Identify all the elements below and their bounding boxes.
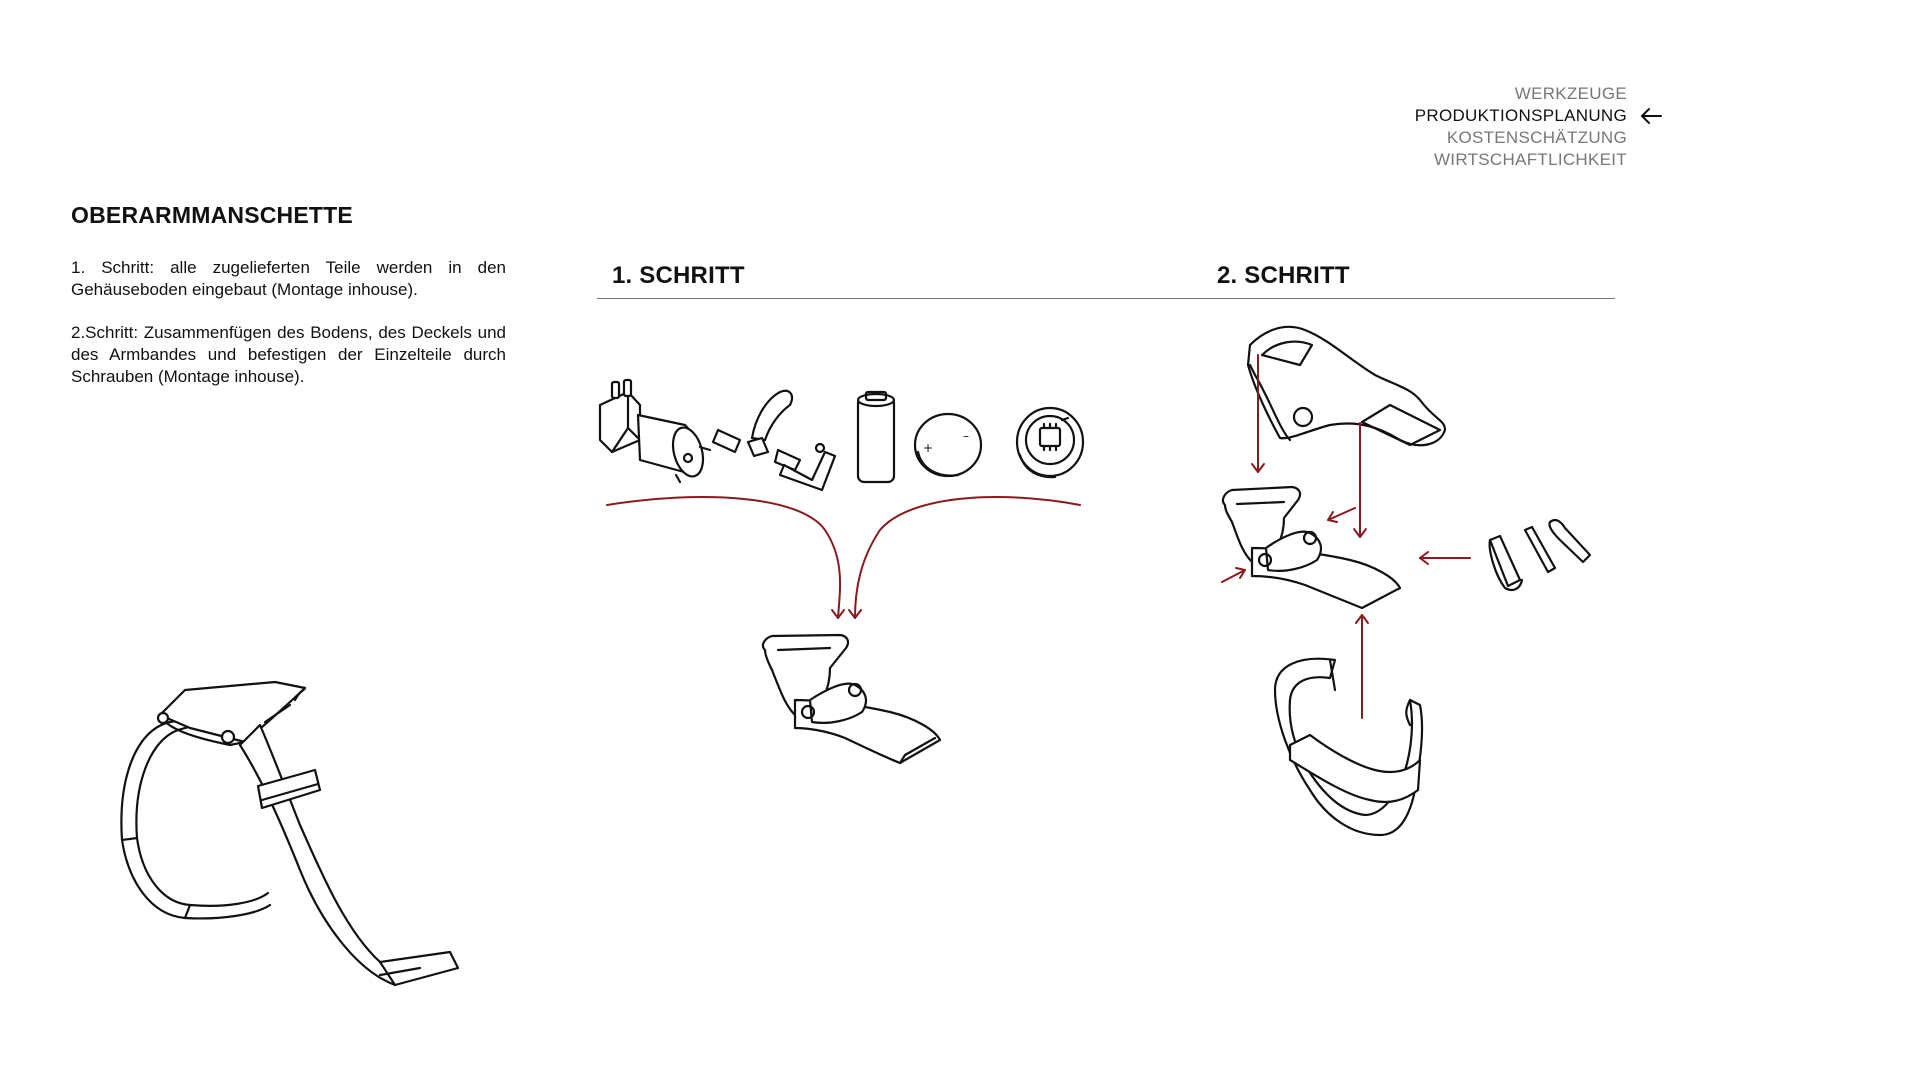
step-2-heading: 2. SCHRITT: [1217, 262, 1350, 289]
component-coin-cell-illustration: + –: [913, 412, 983, 478]
screws-illustration: [1488, 518, 1592, 591]
page-title: OBERARMMANSCHETTE: [71, 202, 353, 228]
nav-item-produktionsplanung[interactable]: PRODUKTIONSPLANUNG: [1414, 106, 1627, 125]
arrow-left-icon: [1641, 108, 1662, 124]
nav-item-wirtschaftlichkeit[interactable]: WIRTSCHAFTLICHKEIT: [1433, 150, 1627, 169]
step-2-flow-arrows: [1221, 354, 1471, 719]
header-divider: [597, 298, 1615, 299]
housing-lid-illustration: [1246, 325, 1447, 447]
step-2-housing-base-illustration: [1221, 485, 1402, 610]
battery-minus-label: –: [963, 429, 969, 443]
nav-item-werkzeuge[interactable]: WERKZEUGE: [1514, 84, 1627, 103]
description: 1. Schritt: alle zugelieferten Teile wer…: [71, 257, 506, 409]
assembled-armband-illustration: [120, 680, 460, 987]
component-controller-disc-illustration: [1015, 406, 1085, 479]
component-motor-illustration: [598, 378, 712, 484]
nav-item-kostenschaetzung[interactable]: KOSTENSCHÄTZUNG: [1446, 128, 1627, 147]
housing-base-illustration: [761, 633, 942, 765]
description-step-2: 2.Schritt: Zusammenfügen des Bodens, des…: [71, 323, 506, 386]
component-tubes-illustration: [711, 389, 837, 492]
description-step-1: 1. Schritt: alle zugelieferten Teile wer…: [71, 258, 506, 299]
step-1-flow-arrows: [606, 496, 1081, 619]
step-1-heading: 1. SCHRITT: [612, 262, 745, 289]
battery-plus-label: +: [923, 441, 933, 455]
section-nav: WERKZEUGE PRODUKTIONSPLANUNG KOSTENSCHÄT…: [1414, 83, 1662, 171]
component-battery-cylinder-illustration: [856, 390, 896, 484]
strap-illustration: [1273, 657, 1424, 837]
